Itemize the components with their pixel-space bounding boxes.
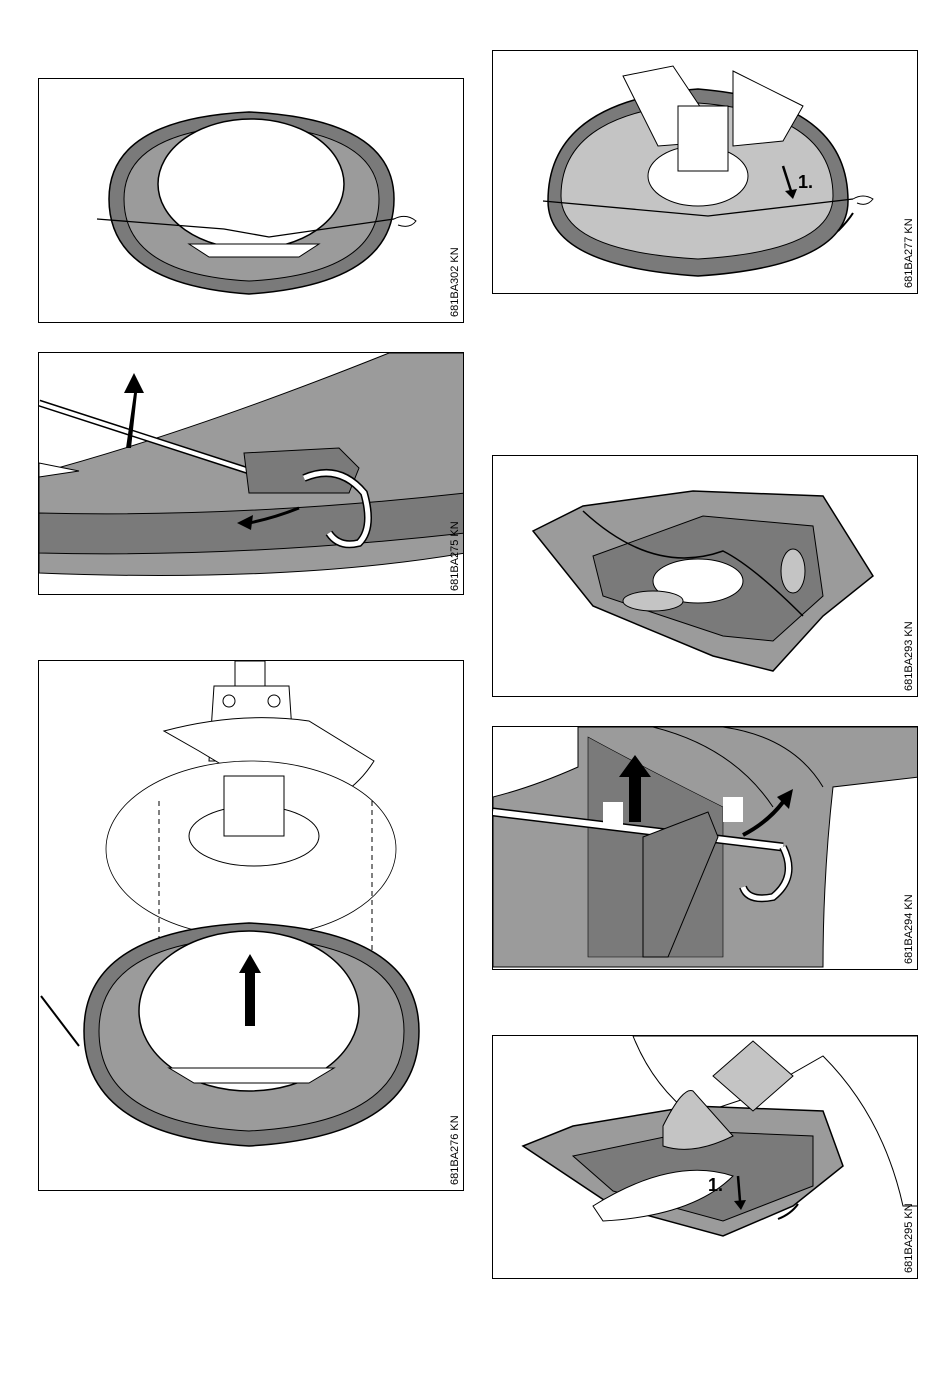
step-marker: 1.	[708, 1175, 723, 1195]
figure-code: 681BA295 KN	[903, 1203, 915, 1273]
ring-wire-illustration	[39, 79, 464, 323]
step-marker: 1.	[798, 172, 813, 192]
figure-code: 681BA293 KN	[903, 621, 915, 691]
figure-code: 681BA294 KN	[903, 894, 915, 964]
cover-mount-illustration: 1.	[493, 1036, 918, 1279]
wire-hook-illustration	[39, 353, 464, 595]
figure-cover-wire: 681BA293 KN	[492, 455, 918, 697]
guard-wire-illustration: 1.	[493, 51, 918, 294]
figure-ring-mount: 681BA276 KN	[38, 660, 464, 1191]
figure-code: 681BA302 KN	[449, 247, 461, 317]
cover-wire-illustration	[493, 456, 918, 697]
figure-ring-wire: 681BA302 KN	[38, 78, 464, 323]
ring-mount-illustration	[39, 661, 464, 1191]
figure-code: 681BA277 KN	[903, 218, 915, 288]
figure-code: 681BA276 KN	[449, 1115, 461, 1185]
figure-cover-mount: 1. 681BA295 KN	[492, 1035, 918, 1279]
wire-loop-illustration	[493, 727, 918, 970]
figure-guard-wire: 1. 681BA277 KN	[492, 50, 918, 294]
figure-wire-hook: 681BA275 KN	[38, 352, 464, 595]
figure-code: 681BA275 KN	[449, 521, 461, 591]
figure-wire-loop: 681BA294 KN	[492, 726, 918, 970]
